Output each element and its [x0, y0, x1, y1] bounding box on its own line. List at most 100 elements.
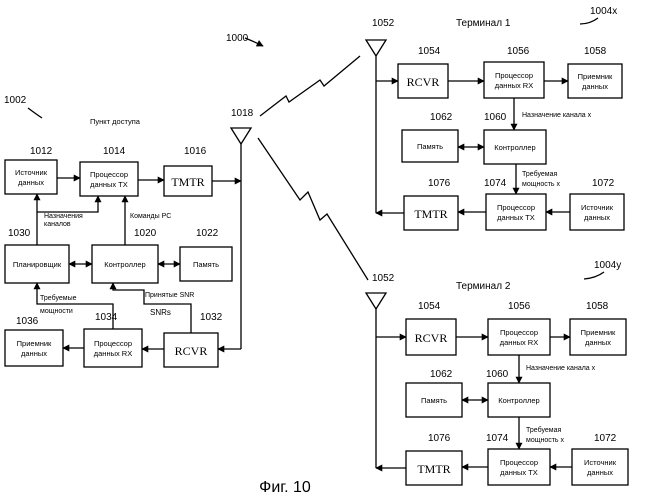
t1-ref-1060: 1060 [484, 112, 507, 123]
ref-1014: 1014 [103, 146, 126, 157]
t1-ann-assign: Назначение канала x [522, 112, 592, 119]
t2-antenna-icon [366, 293, 386, 309]
ref-1034: 1034 [95, 312, 118, 323]
ap-data-source-label-2: данных [18, 178, 44, 187]
t2-ref-1060: 1060 [486, 369, 509, 380]
ap-rx-processor-label-2: данных RX [94, 349, 132, 358]
ap-tx-processor-label-1: Процессор [90, 170, 128, 179]
t1-data-sink-block [568, 64, 622, 98]
ap-data-sink-label-1: Приемник [17, 339, 52, 348]
t2-rx-processor-block [488, 319, 550, 355]
t2-ref-1076: 1076 [428, 433, 451, 444]
terminal2-title: Терминал 2 [456, 281, 511, 292]
t1-ref-1058: 1058 [584, 46, 607, 57]
t2-ref-1056: 1056 [508, 301, 531, 312]
ap-tx-processor-label-2: данных TX [90, 180, 128, 189]
ap-rx-processor-block [84, 329, 142, 367]
ap-data-source-block [5, 160, 57, 194]
ref-1020: 1020 [134, 228, 157, 239]
t1-rx-processor-block [484, 62, 544, 98]
t1-ref-1074: 1074 [484, 178, 507, 189]
ap-memory-label: Память [193, 260, 219, 269]
ap-data-source-label-1: Источник [15, 168, 48, 177]
t2-tx-processor-block [488, 449, 550, 485]
ref-1004y: 1004y [594, 260, 621, 271]
t2-data-source-label-2: данных [587, 468, 613, 477]
t1-rcvr-label: RCVR [407, 75, 440, 89]
ap-ann-assign-2: каналов [44, 221, 71, 228]
t2-ann-req-1: Требуемая [526, 426, 561, 434]
t2-ann-assign: Назначение канала x [526, 365, 596, 372]
ap-ann-snr: Принятые SNR [145, 292, 194, 299]
ref-1002-leader [28, 108, 42, 118]
ref-1004x-leader [580, 18, 598, 24]
t1-data-sink-label-1: Приемник [578, 72, 613, 81]
ap-data-sink-block [5, 330, 63, 366]
ref-1030: 1030 [8, 228, 31, 239]
ap-tmtr-label: TMTR [171, 175, 204, 189]
t1-ref-1076: 1076 [428, 178, 451, 189]
wireless-link-terminal2 [258, 138, 368, 280]
ref-1036: 1036 [16, 316, 39, 327]
t2-rx-processor-label-1: Процессор [500, 328, 538, 337]
t2-ref-1072: 1072 [594, 433, 617, 444]
t1-tx-processor-label-2: данных TX [497, 213, 535, 222]
ref-1016: 1016 [184, 146, 207, 157]
t1-controller-label: Контроллер [494, 143, 535, 152]
t2-data-sink-label-2: данных [585, 338, 611, 347]
t1-ref-1054: 1054 [418, 46, 441, 57]
t1-data-source-label-1: Источник [581, 203, 614, 212]
ref-1022: 1022 [196, 228, 219, 239]
t1-data-sink-label-2: данных [582, 82, 608, 91]
ref-1018: 1018 [231, 108, 254, 119]
t2-memory-label: Память [421, 396, 447, 405]
ap-ann-snrs: SNRs [150, 308, 171, 317]
ap-ann-assign-1: Назначения [44, 213, 83, 220]
ap-link-scheduler-tx [37, 196, 98, 212]
figure-caption: Фиг. 10 [259, 479, 311, 496]
terminal2-group: 1052 1054 RCVR 1056 Процессор данных RX … [366, 273, 628, 485]
ap-ann-req-1: Требуемые [40, 294, 77, 302]
t1-ref-1052: 1052 [372, 18, 395, 29]
ap-data-sink-label-2: данных [21, 349, 47, 358]
ap-antenna-icon [231, 128, 251, 144]
ap-scheduler-label: Планировщик [13, 260, 62, 269]
t1-data-source-label-2: данных [584, 213, 610, 222]
t2-tx-processor-label-2: данных TX [500, 468, 538, 477]
ap-ann-req-2: мощности [40, 308, 73, 315]
ref-1012: 1012 [30, 146, 53, 157]
t2-data-sink-block [570, 319, 626, 355]
ref-1032: 1032 [200, 312, 223, 323]
t1-tx-processor-block [486, 194, 546, 230]
t2-rcvr-label: RCVR [415, 331, 448, 345]
t2-data-source-label-1: Источник [584, 458, 617, 467]
access-point-title: Пункт доступа [90, 117, 141, 126]
t2-ref-1074: 1074 [486, 433, 509, 444]
ref-1002: 1002 [4, 95, 27, 106]
ap-ann-pc: Команды PC [130, 213, 171, 220]
terminal1-title: Терминал 1 [456, 18, 511, 29]
t2-ann-req-2: мощность x [526, 437, 565, 444]
t1-ann-req-2: мощность x [522, 181, 561, 188]
t1-ann-req-1: Требуемая [522, 170, 557, 178]
t2-ref-1062: 1062 [430, 369, 453, 380]
t2-tx-processor-label-1: Процессор [500, 458, 538, 467]
t1-tx-processor-label-1: Процессор [497, 203, 535, 212]
t1-rx-processor-label-2: данных RX [495, 81, 533, 90]
ref-1004x: 1004x [590, 6, 617, 17]
t2-data-sink-label-1: Приемник [581, 328, 616, 337]
t1-memory-label: Память [417, 142, 443, 151]
t2-ref-1054: 1054 [418, 301, 441, 312]
t1-ref-1072: 1072 [592, 178, 615, 189]
wireless-link-terminal1 [260, 56, 360, 116]
t2-ref-1052: 1052 [372, 273, 395, 284]
ap-rx-processor-label-1: Процессор [94, 339, 132, 348]
ap-controller-label: Контроллер [104, 260, 145, 269]
t2-data-source-block [572, 449, 628, 485]
t1-data-source-block [570, 194, 624, 230]
ref-1004y-leader [584, 272, 604, 279]
t1-rx-processor-label-1: Процессор [495, 71, 533, 80]
t2-rx-processor-label-2: данных RX [500, 338, 538, 347]
t1-antenna-icon [366, 40, 386, 56]
